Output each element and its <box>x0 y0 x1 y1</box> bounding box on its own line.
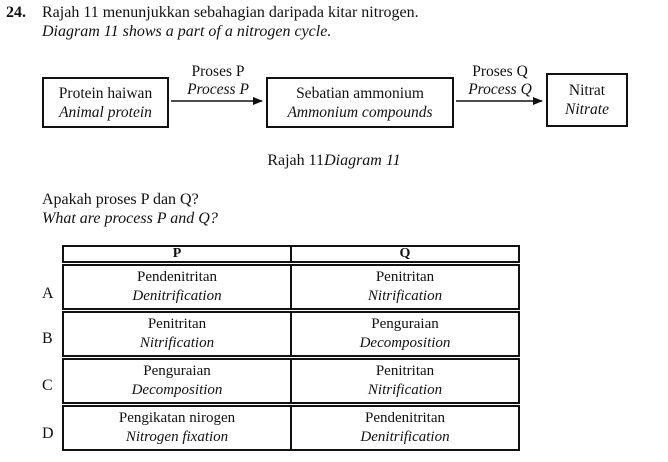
option-row-a[interactable]: Pendenitritan Denitrification Penitritan… <box>62 264 520 310</box>
prompt-malay: Apakah proses P dan Q? <box>42 191 199 208</box>
options-table-header-row: P Q <box>62 245 520 263</box>
box-nitrate: Nitrat Nitrate <box>546 73 628 127</box>
option-b-q-english: Decomposition <box>359 335 451 351</box>
option-c-process-q: Penitritan Nitrification <box>290 358 520 404</box>
option-c-q-english: Nitrification <box>367 382 443 398</box>
box-animal-protein-english: Animal protein <box>59 103 152 121</box>
option-letter-c[interactable]: C <box>42 377 53 394</box>
box-ammonium-compounds-english: Ammonium compounds <box>287 103 433 121</box>
diagram-caption: Rajah 11Diagram 11 <box>0 152 668 170</box>
option-letter-a[interactable]: A <box>42 285 54 302</box>
option-a-p-english: Denitrification <box>132 288 222 304</box>
question-stem-malay: Rajah 11 menunjukkan sebahagian daripada… <box>42 4 419 21</box>
arrow-label-process-q-malay: Proses Q <box>472 63 528 80</box>
box-ammonium-compounds-malay: Sebatian ammonium <box>296 84 424 102</box>
column-header-p: P <box>62 245 292 263</box>
option-row-b[interactable]: Penitritan Nitrification Penguraian Deco… <box>62 311 520 357</box>
option-d-p-malay: Pengikatan nirogen <box>118 410 236 426</box>
option-c-process-p: Penguraian Decomposition <box>62 358 292 404</box>
option-b-q-malay: Penguraian <box>371 316 439 332</box>
option-c-p-malay: Penguraian <box>143 363 211 379</box>
question-stem-english: Diagram 11 shows a part of a nitrogen cy… <box>42 23 332 40</box>
option-a-process-p: Pendenitritan Denitrification <box>62 264 292 310</box>
option-b-p-english: Nitrification <box>139 335 215 351</box>
options-table: P Q Pendenitritan Denitrification Penitr… <box>62 245 520 451</box>
column-header-q: Q <box>290 245 520 263</box>
option-c-q-malay: Penitritan <box>375 363 435 379</box>
option-d-q-malay: Pendenitritan <box>365 410 445 426</box>
option-b-process-p: Penitritan Nitrification <box>62 311 292 357</box>
arrow-label-process-q-english: Process Q <box>468 81 532 98</box>
option-b-p-malay: Penitritan <box>147 316 207 332</box>
diagram-caption-malay: Rajah 11 <box>267 152 325 169</box>
option-row-d[interactable]: Pengikatan nirogen Nitrogen fixation Pen… <box>62 405 520 451</box>
option-c-p-english: Decomposition <box>131 382 223 398</box>
option-row-c[interactable]: Penguraian Decomposition Penitritan Nitr… <box>62 358 520 404</box>
box-ammonium-compounds: Sebatian ammonium Ammonium compounds <box>266 77 454 128</box>
box-nitrate-english: Nitrate <box>565 101 609 118</box>
option-d-p-english: Nitrogen fixation <box>125 429 229 445</box>
question-number: 24. <box>6 4 26 21</box>
option-b-process-q: Penguraian Decomposition <box>290 311 520 357</box>
option-a-p-malay: Pendenitritan <box>137 269 217 285</box>
diagram-caption-english: Diagram 11 <box>324 152 401 169</box>
box-nitrate-malay: Nitrat <box>568 82 606 99</box>
box-animal-protein: Protein haiwan Animal protein <box>42 77 169 128</box>
option-a-q-malay: Penitritan <box>375 269 435 285</box>
arrow-label-process-p: Proses P Process P <box>176 63 260 99</box>
option-d-process-p: Pengikatan nirogen Nitrogen fixation <box>62 405 292 451</box>
option-letter-d[interactable]: D <box>42 425 54 442</box>
option-d-q-english: Denitrification <box>360 429 450 445</box>
option-a-q-english: Nitrification <box>367 288 443 304</box>
option-a-process-q: Penitritan Nitrification <box>290 264 520 310</box>
arrow-label-process-p-malay: Proses P <box>191 63 245 80</box>
box-animal-protein-malay: Protein haiwan <box>58 84 153 102</box>
arrow-label-process-q: Proses Q Process Q <box>459 63 541 99</box>
option-d-process-q: Pendenitritan Denitrification <box>290 405 520 451</box>
option-letter-b[interactable]: B <box>42 330 53 347</box>
prompt-english: What are process P and Q? <box>42 210 218 227</box>
arrow-label-process-p-english: Process P <box>187 81 249 98</box>
